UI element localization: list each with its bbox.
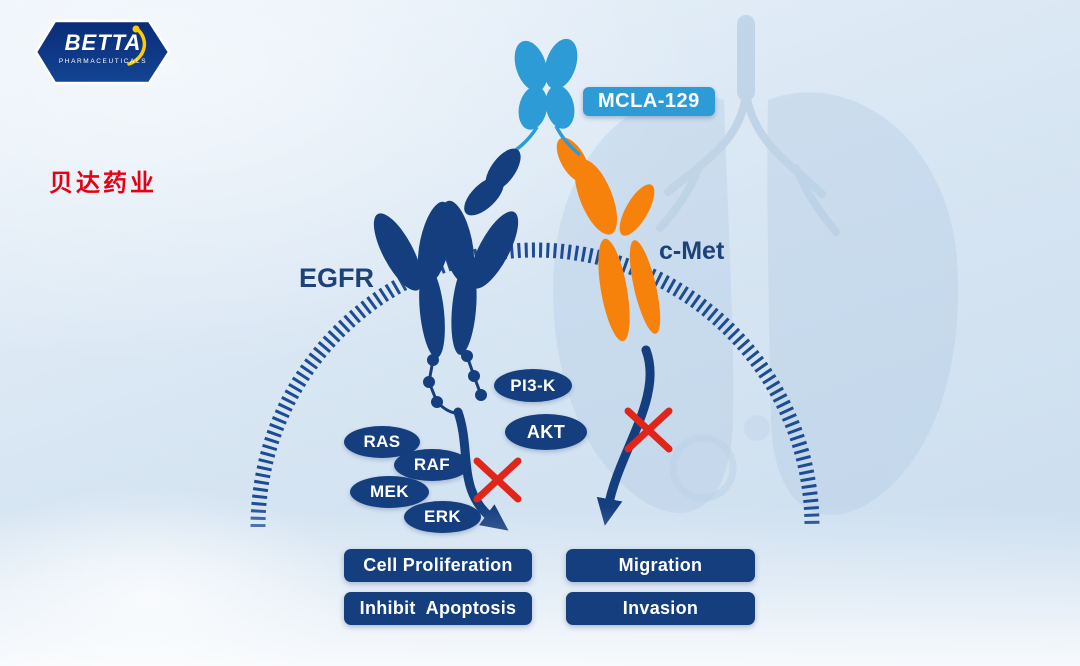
logo-swoosh-icon — [127, 27, 147, 66]
erk-molecule: ERK — [404, 501, 481, 533]
cmet-receptor-shape — [556, 137, 661, 342]
logo-tagline-text: PHARMACEUTICALS — [58, 58, 148, 65]
mcla129-antibody-shape — [504, 38, 582, 159]
cell-membrane-arc — [250, 242, 820, 528]
betta-logo: BETTA PHARMACEUTICALS 贝达药业 — [33, 18, 173, 198]
logo-star-icon — [132, 25, 140, 33]
inhibition-x-left-icon — [473, 457, 522, 503]
outcome-migration: Migration — [566, 549, 755, 582]
egfr-label: EGFR — [299, 263, 375, 293]
pi3k-molecule: PI3-K — [494, 369, 572, 402]
egfr-receptor-shape — [373, 200, 519, 358]
cmet-label: c-Met — [659, 237, 725, 265]
cmet-pathway-arrow — [596, 345, 655, 526]
inhibition-x-right-icon — [624, 407, 673, 453]
outcome-cell-proliferation: Cell Proliferation — [344, 549, 532, 582]
logo-shield-shape — [34, 19, 171, 85]
logo-chinese-name: 贝达药业 — [49, 170, 157, 197]
raf-molecule: RAF — [394, 449, 470, 481]
outcome-inhibit-apoptosis: Inhibit Apoptosis — [344, 592, 532, 625]
logo-brand-text: BETTA — [64, 30, 142, 55]
outcome-invasion: Invasion — [566, 592, 755, 625]
antibody-egfr-arm-shape — [464, 148, 521, 216]
akt-molecule: AKT — [505, 414, 587, 450]
mek-molecule: MEK — [350, 476, 429, 508]
mcla129-label-badge: MCLA-129 — [583, 87, 715, 116]
egfr-signal-chain — [423, 350, 487, 416]
